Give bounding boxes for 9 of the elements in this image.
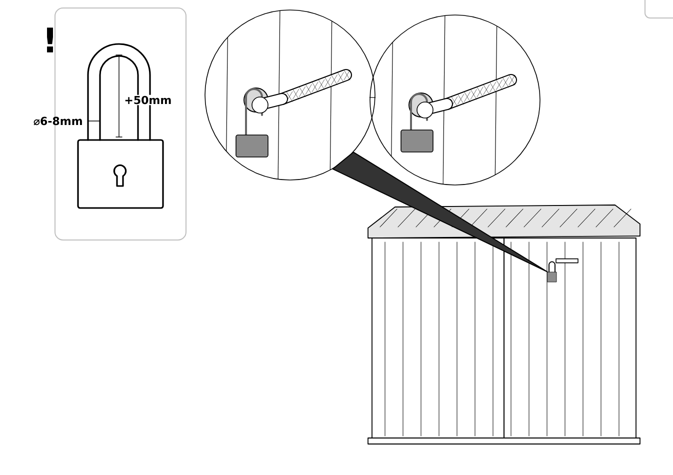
callout-wedge: [332, 152, 548, 272]
dimension-label: +50mm: [123, 94, 173, 106]
detail-circle-drawing: [204, 10, 376, 180]
detail-circle-drawing: [370, 14, 540, 186]
storage-shed-drawing: [368, 204, 640, 444]
dimension-label: ⌀6-8mm: [34, 116, 82, 126]
padlock-icon: [547, 258, 578, 282]
warning-mark: !: [47, 28, 53, 52]
connector-line: [369, 97, 376, 98]
